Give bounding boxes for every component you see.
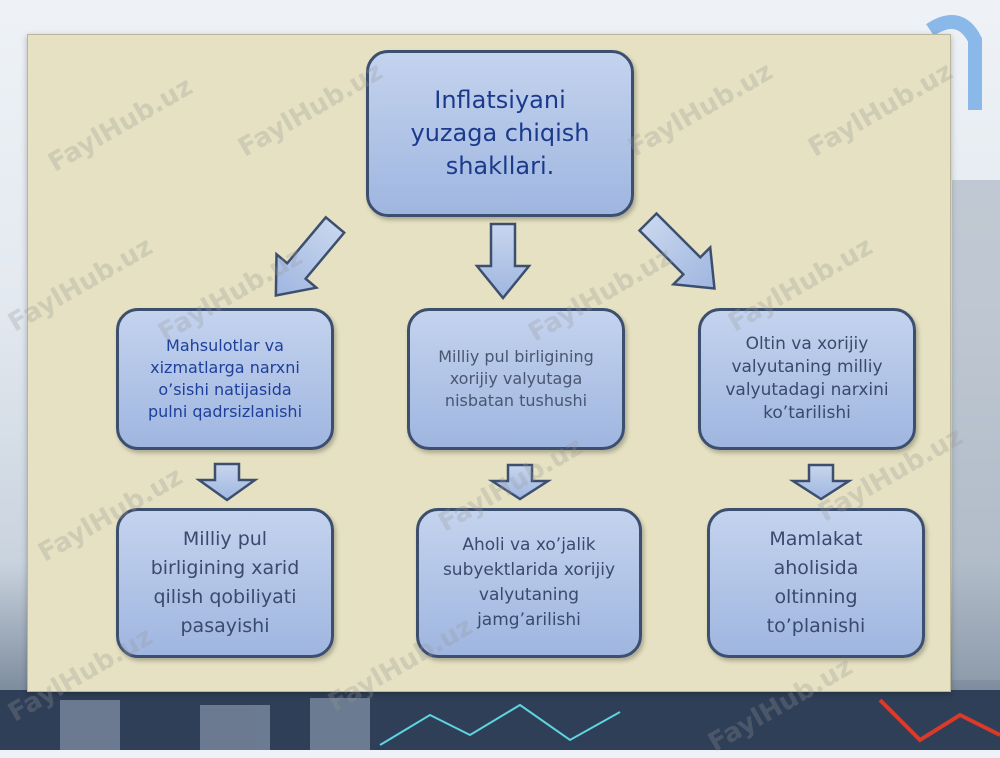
effect-text: Aholi va xo’jalik subyektlarida xorijiy … [442, 535, 616, 630]
diagram-title: Inflatsiyani yuzaga chiqish shakllari. [410, 86, 590, 180]
effect-box-2: Aholi va xo’jalik subyektlarida xorijiy … [416, 508, 642, 658]
effect-text: Mamlakat aholisida oltinning to’planishi [766, 528, 866, 637]
chart-line-decoration [379, 703, 621, 746]
effect-box-1: Milliy pul birligining xarid qilish qobi… [116, 508, 334, 658]
cause-text: Milliy pul birligining xorijiy valyutaga… [438, 347, 594, 410]
effect-box-3: Mamlakat aholisida oltinning to’planishi [707, 508, 925, 658]
effect-text: Milliy pul birligining xarid qilish qobi… [150, 528, 300, 637]
cause-text: Mahsulotlar va xizmatlarga narxni o’sish… [147, 336, 303, 421]
cause-box-3: Oltin va xorijiy valyutaning milliy valy… [698, 308, 916, 450]
cause-text: Oltin va xorijiy valyutaning milliy valy… [725, 334, 889, 423]
title-box: Inflatsiyani yuzaga chiqish shakllari. [366, 50, 634, 217]
cause-box-1: Mahsulotlar va xizmatlarga narxni o’sish… [116, 308, 334, 450]
down-trend-arrow [878, 698, 1000, 743]
coin-stacks [60, 698, 370, 750]
cause-box-2: Milliy pul birligining xorijiy valyutaga… [407, 308, 625, 450]
